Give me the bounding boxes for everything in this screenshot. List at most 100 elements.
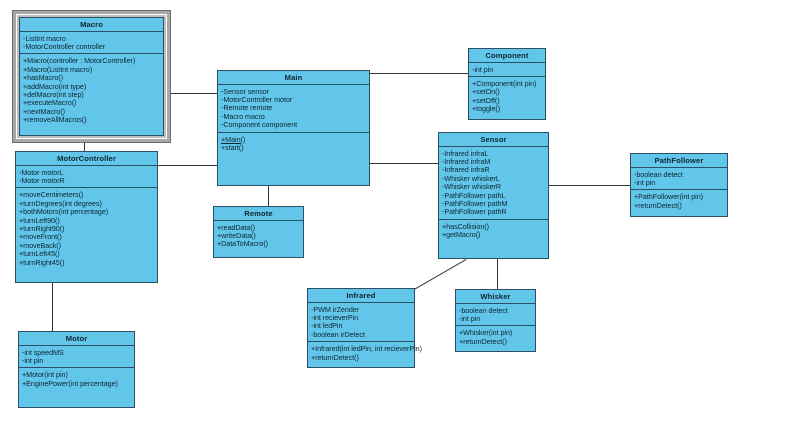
association-motorcontroller-motor[interactable]: [52, 283, 53, 331]
class-title-component: Component: [469, 49, 545, 63]
association-macro-main[interactable]: [170, 93, 217, 94]
association-macro-motorcontroller[interactable]: [84, 141, 85, 152]
method-row: +hasMacro(): [23, 73, 63, 83]
class-title-infrared: Infrared: [308, 289, 414, 303]
attribute-row: -int pin: [459, 314, 481, 324]
method-row: +Infrared(int ledPin, int recieverPin): [311, 344, 422, 354]
attribute-row: -PWM irZender: [311, 304, 360, 314]
class-box-component[interactable]: Component -int pin +Component(int pin) +…: [468, 48, 546, 120]
attribute-row: -Sensor sensor: [221, 86, 270, 96]
method-row: +moveCentimeters(): [19, 190, 84, 200]
association-sensor-whisker[interactable]: [497, 259, 498, 289]
class-box-macro[interactable]: Macro -ListInt macro -MotorController co…: [12, 10, 171, 143]
class-box-whisker[interactable]: Whisker -boolean detect -int pin +Whiske…: [455, 289, 536, 352]
attribute-row: -Infrared infraM: [442, 157, 491, 167]
class-title-sensor: Sensor: [439, 133, 548, 147]
method-row: +Macro(controller : MotorController): [23, 56, 136, 66]
method-row: +Motor(int pin): [22, 370, 68, 380]
attribute-row: -Motor motorR: [19, 176, 65, 186]
attribute-row: -Infrared infraR: [442, 165, 490, 175]
class-methods-component: +Component(int pin) +setOn() +setOff() +…: [469, 77, 545, 119]
attribute-row: -PathFollower pathL: [442, 190, 506, 200]
method-row: +start(): [221, 143, 244, 153]
attribute-row: -boolean detect: [459, 305, 508, 315]
attribute-row: -Whisker whiskerR: [442, 182, 502, 192]
attribute-row: -int pin: [472, 64, 494, 74]
class-box-pathfollower[interactable]: PathFollower -boolean detect -int pin +P…: [630, 153, 728, 217]
class-box-sensor[interactable]: Sensor -Infrared infraL -Infrared infraM…: [438, 132, 549, 259]
association-sensor-infrared[interactable]: [414, 259, 467, 290]
attribute-row: -Remote remote: [221, 103, 273, 113]
class-box-motor[interactable]: Motor -int speedMS -int pin +Motor(int p…: [18, 331, 135, 408]
class-box-infrared[interactable]: Infrared -PWM irZender -int recieverPin …: [307, 288, 422, 368]
class-methods-macro: +Macro(controller : MotorController) +Ma…: [20, 54, 163, 135]
method-row: +turnLeft45(): [19, 249, 60, 259]
method-row: +hasCollision(): [442, 221, 489, 231]
method-row: +Macro(ListInt macro): [23, 64, 93, 74]
association-main-component[interactable]: [370, 73, 468, 74]
method-row: +nextMacro(): [23, 106, 65, 116]
method-row: +turnDegrees(int degrees): [19, 198, 102, 208]
attribute-row: -int speedMS: [22, 347, 64, 357]
class-attributes-main: -Sensor sensor -MotorController motor -R…: [218, 85, 369, 133]
attribute-row: -MotorController controller: [23, 42, 106, 52]
class-methods-pathfollower: +PathFollower(int pin) +returnDetect(): [631, 190, 727, 216]
class-attributes-component: -int pin: [469, 63, 545, 77]
class-methods-motor: +Motor(int pin) +EnginePower(int percent…: [19, 368, 134, 407]
class-methods-remote: +readData() +writeData() +DataToMacro(): [214, 221, 303, 257]
class-attributes-sensor: -Infrared infraL -Infrared infraM -Infra…: [439, 147, 548, 220]
class-methods-whisker: +Whisker(int pin) +returnDetect(): [456, 326, 535, 351]
attribute-row: -Component component: [221, 120, 298, 130]
association-main-remote[interactable]: [268, 186, 269, 206]
class-box-main[interactable]: Main -Sensor sensor -MotorController mot…: [217, 70, 370, 186]
method-row: +Main(): [221, 134, 246, 144]
attribute-row: -Macro macro: [221, 111, 265, 121]
class-attributes-pathfollower: -boolean detect -int pin: [631, 168, 727, 191]
method-row: +moveFront(): [19, 232, 62, 242]
class-attributes-whisker: -boolean detect -int pin: [456, 304, 535, 327]
association-main-sensor[interactable]: [370, 163, 438, 164]
attribute-row: -int pin: [22, 356, 44, 366]
method-row: +writeData(): [217, 231, 256, 241]
association-motorcontroller-main[interactable]: [158, 165, 217, 166]
method-row: +toggle(): [472, 104, 501, 114]
attribute-row: -int pin: [634, 178, 656, 188]
class-methods-sensor: +hasCollision() +getMacro(): [439, 220, 548, 258]
method-row: +getMacro(): [442, 230, 481, 240]
attribute-row: -Whisker whiskerL: [442, 173, 500, 183]
class-attributes-infrared: -PWM irZender -int recieverPin -int ledP…: [308, 303, 414, 343]
method-row: +delMacro(int step): [23, 90, 84, 100]
attribute-row: -ListInt macro: [23, 33, 66, 43]
association-sensor-pathfollower[interactable]: [549, 185, 630, 186]
attribute-row: -int ledPin: [311, 321, 343, 331]
method-row: +returnDetect(): [459, 336, 507, 346]
class-box-motorcontroller[interactable]: MotorController -Motor motorL -Motor mot…: [15, 151, 158, 283]
class-title-remote: Remote: [214, 207, 303, 221]
class-methods-main: +Main() +start(): [218, 133, 369, 185]
class-methods-motorcontroller: +moveCentimeters() +turnDegrees(int degr…: [16, 188, 157, 282]
attribute-row: -MotorController motor: [221, 95, 293, 105]
attribute-row: -PathFollower pathM: [442, 199, 508, 209]
method-row: +moveBack(): [19, 240, 61, 250]
class-title-motorcontroller: MotorController: [16, 152, 157, 166]
class-title-macro: Macro: [20, 18, 163, 32]
class-methods-infrared: +Infrared(int ledPin, int recieverPin) +…: [308, 342, 422, 367]
method-row: +Component(int pin): [472, 79, 537, 89]
method-row: +setOff(): [472, 95, 500, 105]
method-row: +Whisker(int pin): [459, 328, 513, 338]
method-row: +removeAllMacros(): [23, 115, 87, 125]
method-row: +returnDetect(): [634, 200, 682, 210]
method-row: +bothMotors(int percentage): [19, 207, 109, 217]
method-row: +turnRight90(): [19, 224, 65, 234]
class-attributes-motor: -int speedMS -int pin: [19, 346, 134, 369]
class-title-motor: Motor: [19, 332, 134, 346]
method-row: +turnLeft90(): [19, 215, 60, 225]
attribute-row: -boolean detect: [634, 169, 683, 179]
class-title-pathfollower: PathFollower: [631, 154, 727, 168]
attribute-row: -Motor motorL: [19, 167, 64, 177]
method-row: +returnDetect(): [311, 352, 359, 362]
class-box-remote[interactable]: Remote +readData() +writeData() +DataToM…: [213, 206, 304, 258]
class-attributes-motorcontroller: -Motor motorL -Motor motorR: [16, 166, 157, 189]
class-title-whisker: Whisker: [456, 290, 535, 304]
method-row: +DataToMacro(): [217, 239, 269, 249]
